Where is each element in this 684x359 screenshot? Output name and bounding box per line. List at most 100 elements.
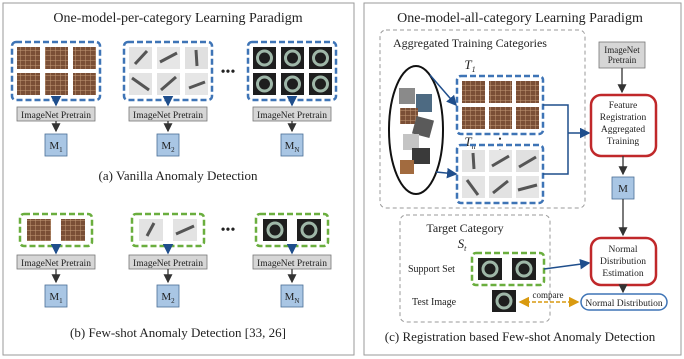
model-label: M1	[49, 291, 63, 305]
carpet-thumb	[462, 107, 485, 129]
carpet-thumb	[61, 219, 85, 241]
nut-thumb	[297, 219, 321, 241]
screw-thumb	[185, 73, 208, 95]
nut-thumb	[512, 258, 536, 280]
pretrain-line: Pretrain	[608, 55, 637, 65]
ellipsis: •••	[221, 65, 236, 80]
vanilla-group-3	[246, 40, 338, 102]
fewshot-group-1	[18, 212, 94, 248]
tn-label: Tn	[464, 134, 475, 151]
vanilla-group-2	[122, 40, 214, 102]
caption-a: (a) Vanilla Anomaly Detection	[99, 168, 258, 183]
t-to-feature-connectors	[543, 104, 591, 175]
nut-thumb	[281, 73, 304, 95]
nut-thumb	[309, 73, 332, 95]
model-box	[44, 133, 68, 157]
screw-thumb	[173, 219, 197, 241]
nut-thumb	[309, 47, 332, 69]
model-label: MN	[285, 291, 300, 305]
fewshot-column-3: ImageNet Pretrain MN	[252, 244, 332, 308]
carpet-thumb	[27, 219, 51, 241]
model-label: M1	[49, 140, 63, 154]
carpet-thumb	[17, 73, 40, 95]
fewshot-column-2: ImageNet Pretrain M2	[128, 244, 208, 308]
model-box	[44, 284, 68, 308]
imagenet-pretrain-label: ImageNet Pretrain	[257, 111, 327, 121]
carpet-thumb	[45, 47, 68, 69]
screw-thumb	[516, 150, 539, 172]
right-panel	[363, 2, 682, 356]
t1-label: T1	[464, 57, 475, 74]
imagenet-pretrain-label: ImageNet Pretrain	[133, 259, 203, 269]
vanilla-column-1: ImageNet Pretrain M1	[16, 96, 96, 157]
test-image-thumb	[492, 290, 516, 312]
screw-thumb	[489, 176, 512, 198]
t1-group	[455, 74, 545, 136]
st-label: St	[458, 236, 468, 253]
support-set-label: Support Set	[408, 264, 455, 275]
normal-distribution-label: Normal Distribution	[585, 299, 663, 309]
fewshot-group-2	[130, 212, 206, 248]
carpet-thumb	[73, 47, 96, 69]
right-panel-title: One-model-all-category Learning Paradigm	[397, 11, 643, 26]
vanilla-group-1	[10, 40, 102, 102]
screw-thumb	[489, 150, 512, 172]
imagenet-pretrain-box-right	[598, 41, 646, 69]
imagenet-pretrain-label: ImageNet Pretrain	[257, 259, 327, 269]
screw-thumb	[157, 73, 180, 95]
nut-thumb	[263, 219, 287, 241]
target-category-title: Target Category	[426, 221, 503, 235]
fewshot-group-3	[254, 212, 330, 248]
carpet-thumb	[73, 73, 96, 95]
model-m-label: M	[618, 183, 628, 195]
screw-thumb	[516, 176, 539, 198]
nut-thumb	[478, 258, 502, 280]
imagenet-pretrain-label: ImageNet Pretrain	[133, 111, 203, 121]
fewshot-column-1: ImageNet Pretrain M1	[16, 244, 96, 308]
nut-thumb	[253, 47, 276, 69]
ellipse-connectors	[429, 74, 458, 179]
carpet-thumb	[516, 107, 539, 129]
model-label: M2	[161, 140, 175, 154]
ellipsis: •••	[221, 223, 236, 238]
nut-thumb	[253, 73, 276, 95]
model-box	[280, 284, 304, 308]
nut-thumb	[281, 47, 304, 69]
imagenet-line: ImageNet	[604, 45, 640, 55]
carpet-thumb	[462, 81, 485, 103]
carpet-thumb	[516, 81, 539, 103]
model-box	[156, 133, 180, 157]
carpet-thumb	[489, 81, 512, 103]
caption-b: (b) Few-shot Anomaly Detection [33, 26]	[70, 325, 286, 340]
model-label: MN	[285, 140, 300, 154]
screw-thumb	[157, 47, 180, 69]
screw-thumb	[185, 47, 208, 69]
support-set-group	[470, 251, 546, 287]
normal-distribution-box	[580, 293, 668, 311]
support-to-nde-arrow	[543, 258, 591, 270]
screw-thumb	[129, 47, 152, 69]
carpet-thumb	[17, 47, 40, 69]
left-panel-title: One-model-per-category Learning Paradigm	[53, 11, 302, 26]
model-label: M2	[161, 291, 175, 305]
screw-thumb	[139, 219, 163, 241]
compare-label: compare	[533, 290, 564, 300]
screw-thumb	[129, 73, 152, 95]
left-panel	[2, 2, 355, 356]
caption-c: (c) Registration based Few-shot Anomaly …	[385, 329, 656, 344]
aggregated-title: Aggregated Training Categories	[393, 36, 547, 50]
tn-group	[455, 143, 545, 205]
category-ellipse	[388, 65, 444, 195]
carpet-thumb	[489, 107, 512, 129]
test-image-label: Test Image	[412, 297, 457, 308]
model-box	[156, 284, 180, 308]
vanilla-column-3: ImageNet Pretrain MN	[252, 96, 332, 157]
vanilla-column-2: ImageNet Pretrain M2	[128, 96, 208, 157]
model-box	[280, 133, 304, 157]
carpet-thumb	[45, 73, 68, 95]
imagenet-pretrain-label: ImageNet Pretrain	[21, 259, 91, 269]
